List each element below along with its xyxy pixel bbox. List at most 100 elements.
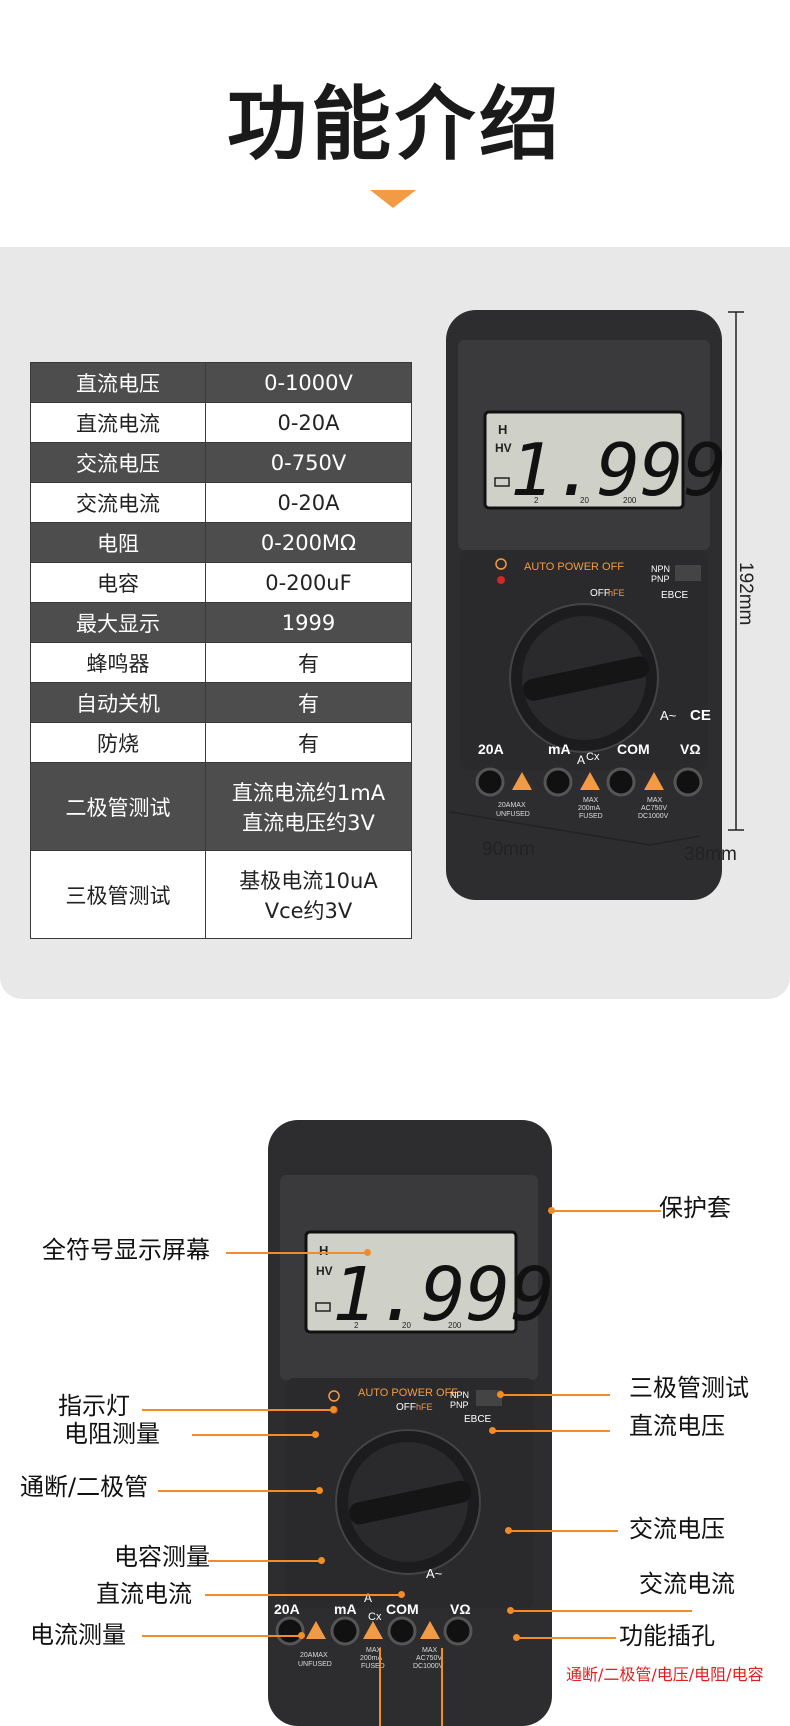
warning-text: UNFUSED [298,1661,332,1668]
warning-text: 20AMAX [498,802,526,809]
warning-icon [306,1621,326,1639]
spec-value-line: Vce约3V [264,898,353,923]
port-com[interactable] [606,767,636,797]
callout-line [500,1394,610,1396]
callout-dot [507,1607,514,1614]
warning-text: MAX [583,797,599,804]
page-title: 功能介绍 [227,78,563,171]
warning-text: DC1000V [413,1663,444,1670]
spec-label: 交流电压 [30,442,206,483]
lcd-hold-mark: H [319,1243,328,1258]
callout-dot [330,1406,337,1413]
callout-dc-current: 直流电流 [96,1580,192,1608]
ac-current-mark: A~ [660,708,677,723]
callout-line [208,1560,320,1562]
port-label: mA [548,741,571,757]
table-row: 防烧有 [30,722,412,763]
width-dimension: 90mm [482,839,535,860]
callout-line [192,1434,314,1436]
spec-label: 直流电压 [30,362,206,403]
port-label: 20A [274,1601,300,1617]
port-v-ohm[interactable] [673,767,703,797]
warning-text: 200mA [578,805,601,812]
spec-value: 0-200MΩ [205,522,412,563]
port-label: COM [617,741,650,757]
spec-label: 蜂鸣器 [30,642,206,683]
port-label: 20A [478,741,504,757]
off-label: OFF [590,588,610,599]
lcd-hold-mark: H [498,422,507,437]
spec-label: 电容 [30,562,206,603]
battery-icon [315,1302,331,1312]
callout-transistor: 三极管测试 [629,1374,749,1402]
port-v-ohm[interactable] [443,1616,473,1646]
warning-text: FUSED [579,813,603,820]
spec-label: 直流电流 [30,402,206,443]
spec-value-line: 直流电流约1mA [231,780,386,805]
callout-line [492,1430,610,1432]
hfe-label: hFE [608,588,625,598]
callout-dot [364,1249,371,1256]
spec-label: 电阻 [30,522,206,563]
pnp-label: PNP [651,574,670,584]
callout-dot [318,1557,325,1564]
ce-mark: CE [690,707,711,724]
spec-value: 1999 [205,602,412,643]
port-label: COM [386,1601,419,1617]
spec-value-line: 直流电压约3V [242,810,375,835]
callout-function-jack: 功能插孔 [619,1622,715,1650]
off-label: OFF [396,1402,416,1413]
dial-pointer [349,1480,472,1525]
spec-label: 防烧 [30,722,206,763]
callout-line [510,1610,692,1612]
battery-icon [494,477,510,487]
warning-icon [644,772,664,790]
multimeter-with-dimensions: H HV 1.999 2 20 200 AUTO POWER OFF NPN P… [446,310,756,900]
spec-label: 三极管测试 [30,850,206,939]
dc-current-mark: A [577,753,585,767]
callout-dot [489,1427,496,1434]
auto-power-off-label: AUTO POWER OFF [358,1387,458,1399]
callout-protective-case: 保护套 [659,1194,731,1222]
warning-text: MAX [422,1647,438,1654]
depth-dimension: 38mm [684,844,737,865]
spec-label: 自动关机 [30,682,206,723]
callout-continuity: 通断/二极管 [20,1473,149,1501]
port-label: VΩ [680,741,701,757]
callout-display: 全符号显示屏幕 [42,1236,210,1264]
callout-function-jack-note: 通断/二极管/电压/电阻/电容 [566,1665,764,1684]
callout-line [226,1252,366,1254]
port-20a[interactable] [475,767,505,797]
callout-dot [548,1207,555,1214]
callout-dc-voltage: 直流电压 [629,1412,725,1440]
sun-icon [495,558,507,570]
spec-value: 直流电流约1mA 直流电压约3V [205,762,412,851]
indicator-light [497,576,505,584]
warning-icon [363,1621,383,1639]
port-20a[interactable] [275,1616,305,1646]
port-ma[interactable] [330,1616,360,1646]
callout-line [516,1637,616,1639]
callout-dot [513,1634,520,1641]
port-ma[interactable] [543,767,573,797]
transistor-socket[interactable] [675,565,701,581]
callout-dot [298,1632,305,1639]
lcd-reading: 1.999 [332,1252,554,1338]
callout-ac-current: 交流电流 [639,1570,735,1598]
multimeter: H HV 1.999 2 20 200 AUTO POWER OFF NPN P… [446,310,727,900]
npn-label: NPN [651,564,670,574]
cx-label: Cx [586,751,600,763]
warning-text: FUSED [361,1663,385,1670]
transistor-socket[interactable] [476,1390,502,1406]
callout-capacitance: 电容测量 [114,1543,210,1571]
cx-label: Cx [368,1611,382,1623]
callout-line [551,1210,661,1212]
sun-icon [328,1390,340,1402]
port-com[interactable] [387,1616,417,1646]
callout-line [142,1635,302,1637]
